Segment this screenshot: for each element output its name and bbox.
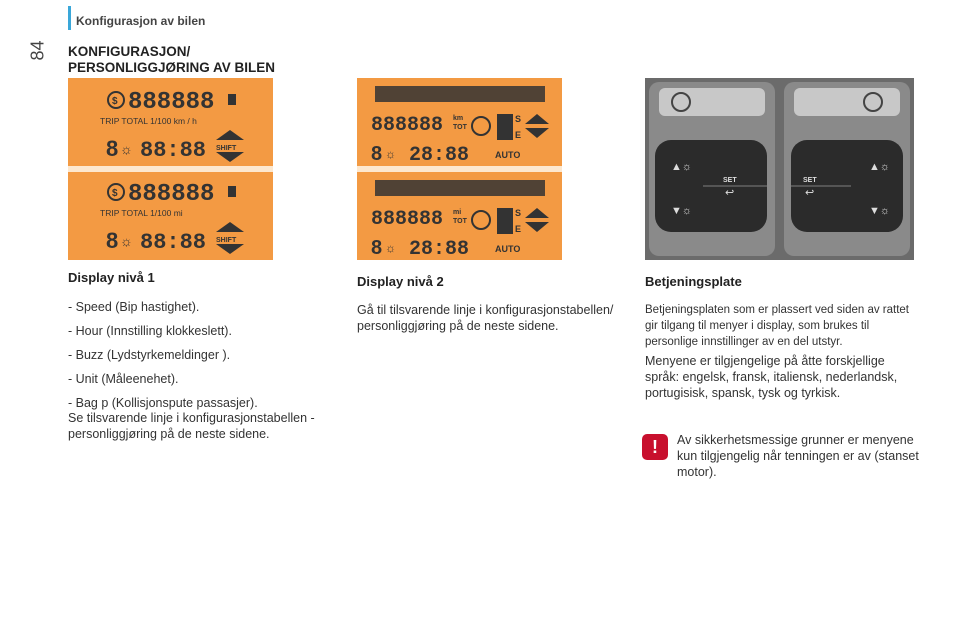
shift-down-arrow (216, 152, 244, 162)
mode-e: E (515, 130, 521, 140)
display-level-1-note: Se tilsvarende linje i konfigurasjonstab… (68, 411, 315, 441)
clock-digits-2: 88:88 (140, 230, 206, 255)
unit-tot: TOT (453, 124, 468, 131)
control-panel-text-small: Betjeningsplaten som er plassert ved sid… (645, 304, 910, 348)
heading-display-level-1: Display nivå 1 (68, 270, 155, 285)
right-indicator-strip (794, 88, 900, 116)
control-panel-text: Menyene er tilgjengelige på åtte forskje… (645, 354, 898, 400)
gear-digit-2: 8 (106, 228, 118, 253)
display-level-1-image: $ 888888 TRIP TOTAL 1/100 km / h 8 ☼ 88:… (68, 78, 273, 260)
auto-label-2: AUTO (495, 244, 520, 254)
clock-digits: 28:88 (409, 144, 469, 167)
return-icon: ↩ (725, 187, 734, 199)
service-s-glyph-2: $ (112, 188, 118, 199)
page-title: KONFIGURASJON/ PERSONLIGGJØRING AV BILEN (68, 44, 328, 76)
display-top: $ 888888 TRIP TOTAL 1/100 km / h 8 ☼ 88:… (100, 89, 244, 163)
display-level-1-graphic: $ 888888 TRIP TOTAL 1/100 km / h 8 ☼ 88:… (68, 89, 273, 255)
list-item: - Bag p (Kollisjonspute passasjer). (68, 396, 258, 410)
headlamp-icon: ☼ (120, 141, 133, 157)
set-label-2: SET (803, 177, 817, 184)
trip-total-row-2: TRIP TOTAL 1/100 mi (100, 208, 183, 218)
shift-down-arrow-2 (525, 222, 549, 232)
panel-divider-2 (357, 166, 562, 172)
headlamp-icon-2: ☼ (385, 241, 396, 255)
display-bottom: $ 888888 TRIP TOTAL 1/100 mi 8 ☼ 88:88 S… (100, 181, 244, 255)
list-item: - Unit (Måleenehet). (68, 372, 179, 386)
return-icon-2: ↩ (805, 187, 814, 199)
shift-down-arrow (525, 128, 549, 138)
trip-total-row: TRIP TOTAL 1/100 km / h (100, 116, 197, 126)
shift-up-arrow-2 (216, 222, 244, 232)
control-panel-graphic: ▲☼ ▼☼ ▲☼ ▼☼ SET ↩ SET ↩ (645, 78, 914, 260)
shift-label: SHIFT (216, 145, 237, 152)
mode-e-2: E (515, 224, 521, 234)
service-s-glyph: $ (112, 96, 118, 107)
service-icon (471, 116, 491, 136)
gear-digit: 8 (106, 136, 118, 161)
display2-top: 888888 km TOT S E 8 ☼ 28:88 AUTO (371, 86, 549, 167)
mode-s: S (515, 114, 521, 124)
list-item: - Speed (Bip hastighet). (68, 300, 200, 314)
unit-km: km (453, 115, 463, 122)
dot-matrix-row (375, 86, 545, 102)
title-line-1: KONFIGURASJON/ (68, 44, 191, 59)
page-number: 84 (27, 40, 48, 61)
control-panel-image: ▲☼ ▼☼ ▲☼ ▼☼ SET ↩ SET ↩ (645, 78, 914, 260)
warning-text: Av sikkerhetsmessige grunner er menyene … (677, 433, 919, 479)
steering-wheel-icon (671, 92, 691, 112)
gear-digit-2: 8 (371, 237, 382, 259)
list-item: - Hour (Innstilling klokkeslett). (68, 324, 232, 338)
brightness-down-icon-2: ▼☼ (869, 205, 890, 217)
headlamp-icon: ☼ (385, 147, 396, 161)
clock-digits: 88:88 (140, 138, 206, 163)
shift-up-arrow (216, 130, 244, 140)
list-item: - Buzz (Lydstyrkemeldinger ). (68, 348, 231, 362)
title-line-2: PERSONLIGGJØRING AV BILEN (68, 60, 276, 75)
fuel-icon-2 (228, 186, 236, 197)
service-icon (107, 91, 125, 109)
shift-label-2: SHIFT (216, 237, 237, 244)
gear-mode-box-2 (497, 208, 513, 234)
header-accent-bar (68, 6, 71, 30)
odometer-digits-2: 888888 (371, 208, 443, 231)
heading-display-level-2: Display nivå 2 (357, 274, 444, 289)
headlamp-icon-2: ☼ (120, 233, 133, 249)
display-level-2-text: Gå til tilsvarende linje i konfigurasjon… (357, 303, 614, 333)
service-icon-2 (471, 210, 491, 230)
shift-up-arrow (525, 114, 549, 124)
brightness-up-icon-2: ▲☼ (869, 161, 890, 173)
dot-matrix-row-2 (375, 180, 545, 196)
gear-mode-box (497, 114, 513, 140)
display-level-1-list: - Speed (Bip hastighet). - Hour (Innstil… (68, 300, 348, 420)
brightness-down-icon: ▼☼ (671, 205, 692, 217)
mode-s-2: S (515, 208, 521, 218)
odometer-digits-2: 888888 (128, 181, 214, 208)
shift-up-arrow-2 (525, 208, 549, 218)
shift-down-arrow-2 (216, 244, 244, 254)
gear-digit: 8 (371, 143, 382, 165)
section-header: Konfigurasjon av bilen (76, 14, 206, 28)
steering-wheel-icon-2 (863, 92, 883, 112)
display2-bottom: 888888 mi TOT S E 8 ☼ 28:88 AUTO (371, 180, 549, 260)
odometer-digits: 888888 (371, 114, 443, 137)
left-indicator-strip (659, 88, 765, 116)
clock-digits-2: 28:88 (409, 238, 469, 260)
warning-icon: ! (642, 434, 668, 460)
panel-divider (68, 166, 273, 172)
brightness-up-icon: ▲☼ (671, 161, 692, 173)
display-level-2-graphic: 888888 km TOT S E 8 ☼ 28:88 AUTO 888888 … (357, 86, 562, 260)
unit-tot-2: TOT (453, 218, 468, 225)
fuel-icon (228, 94, 236, 105)
set-label: SET (723, 177, 737, 184)
odometer-digits: 888888 (128, 89, 214, 116)
auto-label: AUTO (495, 150, 520, 160)
display-level-2-image: 888888 km TOT S E 8 ☼ 28:88 AUTO 888888 … (357, 78, 562, 260)
service-icon-2 (107, 183, 125, 201)
unit-mi: mi (453, 209, 461, 216)
heading-control-panel: Betjeningsplate (645, 274, 742, 289)
